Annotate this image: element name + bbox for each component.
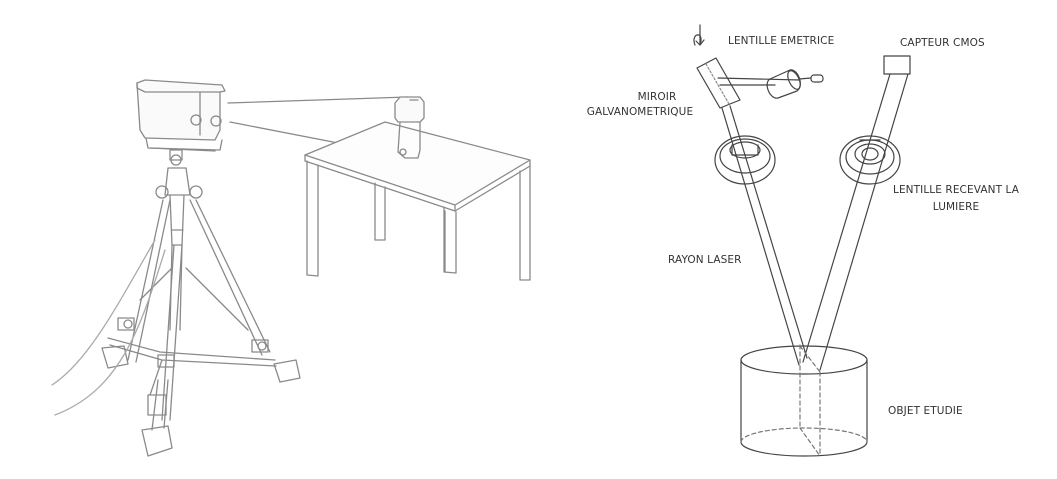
studied-object-cylinder bbox=[740, 344, 868, 457]
label-studied-object: OBJET ETUDIE bbox=[888, 405, 963, 417]
scanner-scene-illustration bbox=[51, 79, 531, 457]
label-cmos-sensor: CAPTEUR CMOS bbox=[900, 37, 985, 49]
emitter-ring-lens bbox=[714, 135, 776, 185]
label-laser-beam: RAYON LASER bbox=[668, 254, 742, 266]
scanner-cable bbox=[51, 239, 156, 386]
emitting-lens bbox=[766, 69, 824, 99]
label-receiving-lens-line2: LUMIERE bbox=[932, 201, 980, 213]
reflected-beam-1 bbox=[802, 73, 891, 363]
label-galvo-mirror-line1: MIROIR bbox=[637, 91, 677, 103]
tripod-head bbox=[155, 149, 203, 246]
scanned-object bbox=[394, 96, 425, 159]
table bbox=[304, 121, 531, 281]
tripod-legs bbox=[101, 199, 301, 457]
label-galvo-mirror-line2: GALVANOMETRIQUE bbox=[586, 106, 694, 118]
scanner-head bbox=[136, 79, 226, 152]
reflected-beam-2 bbox=[819, 73, 909, 371]
receiving-ring-lens bbox=[839, 135, 901, 185]
laser-beam-1 bbox=[721, 107, 800, 366]
scan-beam-top bbox=[227, 96, 409, 104]
cmos-sensor bbox=[883, 55, 911, 75]
laser-beam-2 bbox=[729, 105, 808, 359]
label-receiving-lens-line1: LENTILLE RECEVANT LA bbox=[893, 184, 1019, 196]
scanner-cable-2 bbox=[54, 249, 166, 416]
label-emitting-lens: LENTILLE EMETRICE bbox=[728, 35, 835, 47]
